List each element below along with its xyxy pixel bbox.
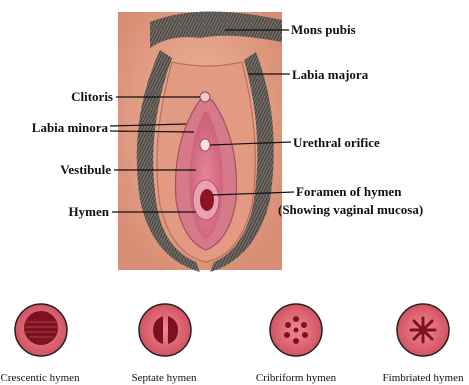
- label-hymen: Hymen: [69, 204, 110, 219]
- clitoris-mark: [200, 92, 210, 102]
- label-vestibule: Vestibule: [60, 162, 111, 177]
- hymen-type-crescentic: Crescentic hymen: [0, 304, 80, 384]
- septate-hymen-icon: [139, 304, 191, 356]
- foramen-of-hymen-mark: [200, 189, 214, 211]
- hymen-type-fimbriated: Fimbriated hymen: [383, 304, 464, 384]
- urethral-orifice-mark: [200, 139, 210, 151]
- hymen-types-row: Crescentic hymen Septate hymen Cribrifor…: [0, 304, 464, 384]
- label-mons-pubis: Mons pubis: [291, 22, 356, 37]
- label-urethral-orifice: Urethral orifice: [293, 135, 380, 150]
- hymen-type-septate: Septate hymen: [131, 304, 197, 384]
- hymen-type-cribriform: Cribriform hymen: [256, 304, 337, 384]
- label-vaginal-mucosa-note: (Showing vaginal mucosa): [278, 202, 423, 217]
- label-labia-minora: Labia minora: [32, 120, 109, 135]
- vulva-illustration: [118, 11, 282, 272]
- label-fimbriated-hymen: Fimbriated hymen: [383, 372, 464, 384]
- label-foramen-of-hymen: Foramen of hymen: [296, 184, 402, 199]
- label-clitoris: Clitoris: [71, 89, 113, 104]
- label-labia-majora: Labia majora: [292, 67, 369, 82]
- label-cribriform-hymen: Cribriform hymen: [256, 372, 337, 384]
- label-crescentic-hymen: Crescentic hymen: [0, 372, 80, 384]
- label-septate-hymen: Septate hymen: [131, 372, 197, 384]
